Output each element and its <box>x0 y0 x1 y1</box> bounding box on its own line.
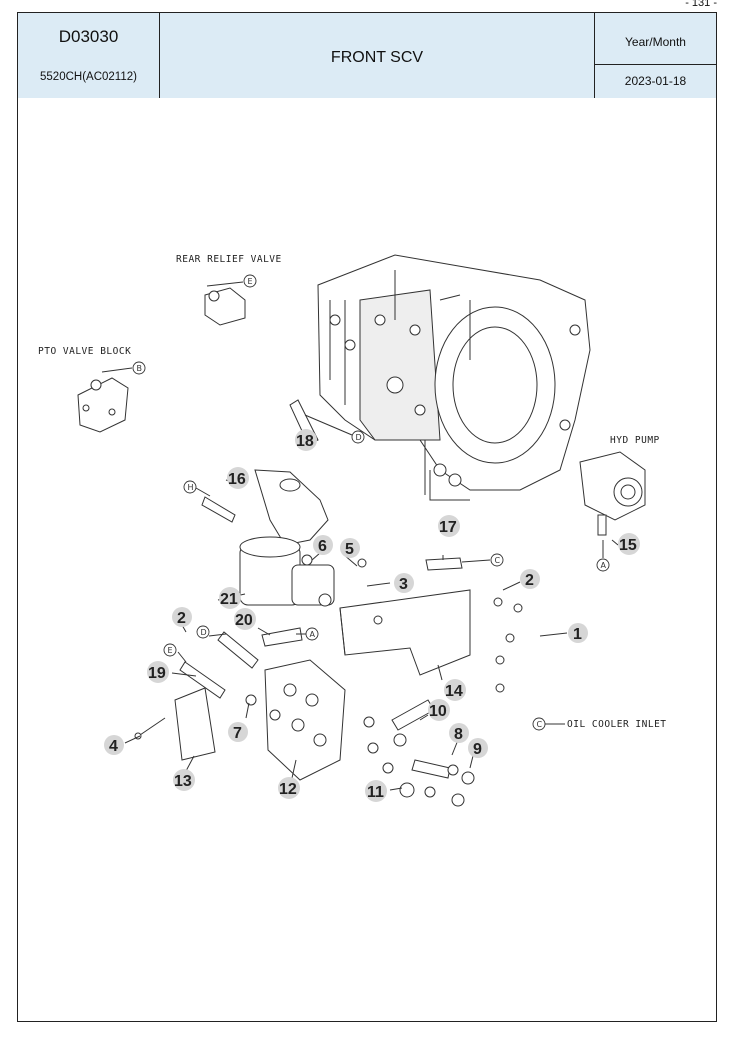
part-number: 9 <box>473 741 482 758</box>
model-code: 5520CH(AC02112) <box>40 71 137 83</box>
part-number: 16 <box>228 471 246 488</box>
header-code-cell: D03030 5520CH(AC02112) <box>18 13 160 98</box>
part-number: 7 <box>233 725 242 742</box>
part-number: 13 <box>174 773 192 790</box>
rear-relief-valve-label: REAR RELIEF VALVE <box>176 254 282 265</box>
part-number: 4 <box>109 738 118 755</box>
part-number: 2 <box>177 610 186 627</box>
part-number: 14 <box>445 683 463 700</box>
header-title-cell: FRONT SCV <box>160 13 594 98</box>
transmission-housing <box>317 254 591 501</box>
pto-valve-block-part <box>77 377 129 433</box>
cover-plate <box>174 687 216 761</box>
part-number: 18 <box>296 433 314 450</box>
pto-valve-block-label: PTO VALVE BLOCK <box>38 346 131 357</box>
oil-cooler-inlet-label: OIL COOLER INLET <box>567 719 667 730</box>
connection-letter: A <box>601 561 607 570</box>
header-table: D03030 5520CH(AC02112) FRONT SCV Year/Mo… <box>17 12 717 99</box>
rear-relief-valve-part <box>204 287 246 326</box>
part-number: 5 <box>345 541 354 558</box>
part-number: 2 <box>525 572 534 589</box>
connection-letter: C <box>537 720 543 729</box>
connection-letter: E <box>248 277 253 286</box>
part-number: 10 <box>429 703 447 720</box>
part-number: 3 <box>399 576 408 593</box>
scv-valve-body <box>264 659 346 781</box>
connection-letter: B <box>137 364 143 373</box>
revision-date: 2023-01-18 <box>624 74 687 88</box>
connection-letter: H <box>188 483 194 492</box>
part-number: 12 <box>279 781 297 798</box>
header-date-cell: Year/Month 2023-01-18 <box>594 13 716 98</box>
oil-filter <box>239 536 335 607</box>
part-number: 11 <box>367 784 384 801</box>
part-number: 1 <box>573 626 582 643</box>
page-title: FRONT SCV <box>330 49 424 66</box>
part-number: 19 <box>148 665 166 682</box>
connection-letter: D <box>201 628 207 637</box>
part-number: 6 <box>318 538 327 555</box>
part-number: 21 <box>220 591 238 608</box>
connection-letter: A <box>310 630 316 639</box>
year-month-label: Year/Month <box>625 35 686 49</box>
connection-markers: E B D H A C D A E C <box>132 274 610 731</box>
hyd-pump-part <box>579 451 646 536</box>
section-code: D03030 <box>58 27 119 46</box>
header-divider <box>595 64 716 65</box>
part-number-bubbles: 1 2 2 3 4 5 6 7 8 9 10 11 12 13 14 15 16… <box>104 429 640 802</box>
small-fittings <box>245 554 523 807</box>
part-number: 8 <box>454 726 463 743</box>
filter-bracket <box>254 469 329 546</box>
part-number: 20 <box>235 612 253 629</box>
page-number: - 131 - <box>685 0 717 9</box>
connection-letter: E <box>168 646 173 655</box>
part-number: 17 <box>439 519 457 536</box>
connection-letter: C <box>495 556 501 565</box>
hyd-pump-label: HYD PUMP <box>610 435 660 446</box>
leader-lines <box>101 281 619 791</box>
connection-letter: D <box>356 433 362 442</box>
part-number: 15 <box>619 537 637 554</box>
mount-bracket <box>339 589 471 676</box>
